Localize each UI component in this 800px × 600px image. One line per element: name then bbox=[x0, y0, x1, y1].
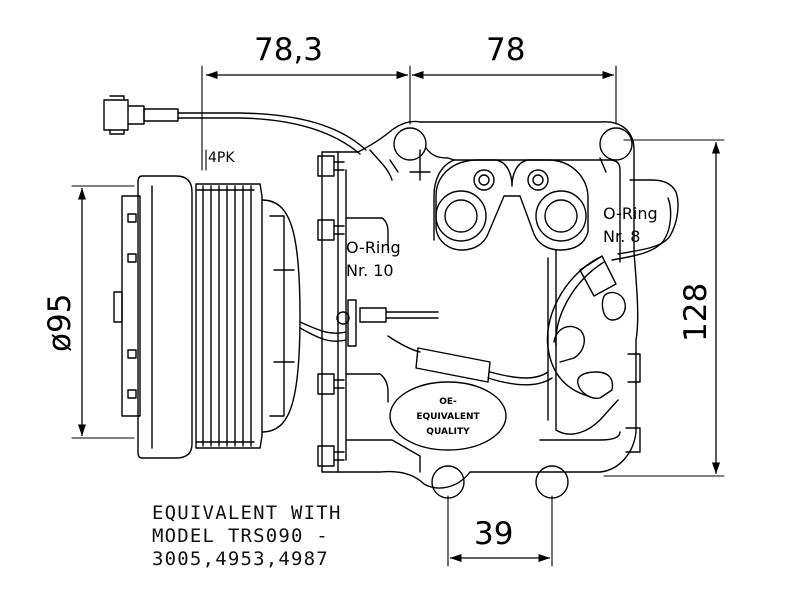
note-line1: EQUIVALENT WITH bbox=[152, 502, 342, 524]
oring-10-label-line2: Nr. 10 bbox=[346, 261, 394, 280]
equivalence-note: EQUIVALENT WITH MODEL TRS090 - 3005,4953… bbox=[152, 502, 342, 571]
note-line3: 3005,4953,4987 bbox=[152, 548, 329, 570]
badge-line1: OE- bbox=[439, 397, 457, 407]
dimension-witness-lines bbox=[71, 65, 725, 567]
dimension-top-right: 78 bbox=[486, 32, 525, 68]
badge-line2: EQUIVALENT bbox=[416, 412, 480, 422]
dimension-right-height: 128 bbox=[678, 283, 714, 342]
badge-line3: QUALITY bbox=[426, 427, 470, 437]
connector-plug bbox=[103, 95, 367, 155]
clutch-pulley bbox=[113, 175, 301, 459]
oring-10-label-line1: O-Ring bbox=[346, 238, 401, 257]
dimension-bottom-width: 39 bbox=[474, 516, 513, 552]
compressor-body bbox=[299, 120, 679, 499]
oring-8-label-line1: O-Ring bbox=[603, 204, 658, 223]
dimension-top-left: 78,3 bbox=[254, 32, 323, 68]
oring-8-label-line2: Nr. 8 bbox=[603, 227, 640, 246]
oe-badge-ellipse bbox=[389, 381, 507, 451]
dimension-left-diameter: ø95 bbox=[42, 294, 78, 352]
belt-label: 4PK bbox=[208, 150, 235, 166]
note-line2: MODEL TRS090 - bbox=[152, 525, 329, 547]
